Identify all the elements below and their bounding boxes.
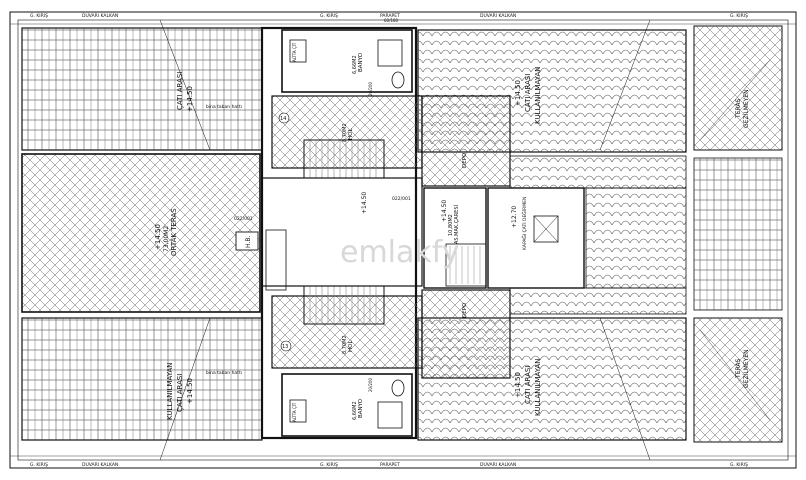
roof-right-top-elev: +14.50 xyxy=(514,80,522,106)
roof-left-top-label: ÇATI ARASI xyxy=(176,72,184,110)
asmakat-room xyxy=(423,187,487,289)
roof-left-bottom xyxy=(21,317,263,441)
terrace-left-area: 73,00M2 xyxy=(163,226,170,252)
outer-frame xyxy=(9,11,797,469)
roof-right-top-sub: KULLANILMAYAN xyxy=(534,66,542,124)
kitchen-tag-bottom: ALTTA ÇİT xyxy=(292,402,297,422)
right-eave-strip xyxy=(693,157,783,311)
door-code-left: 022/001 xyxy=(234,216,253,222)
parapet-label-top: PARAPET xyxy=(380,13,400,19)
room-number-bottom: 13 xyxy=(282,344,288,350)
terrace-left-elev: +14.50 xyxy=(154,224,162,250)
terrace-right-top-label: TERAS xyxy=(735,99,742,119)
terrace-left xyxy=(21,153,261,313)
asmakat-elev: +14.50 xyxy=(441,200,448,222)
fence-label-bottom-left: G. KIRIŞ xyxy=(30,462,48,468)
parapet-label-bottom: PARAPET xyxy=(380,462,400,468)
hall-bottom xyxy=(271,295,423,369)
roof-left-top xyxy=(21,27,263,151)
room-number-top: 14 xyxy=(280,116,286,122)
depo-top-label: DEPO xyxy=(462,152,468,168)
handrail-label-top-right: DUVARI KALKAN xyxy=(480,13,516,19)
handrail-label-top-left: DUVARI KALKAN xyxy=(82,13,118,19)
fence-label-bottom-right: G. KIRIŞ xyxy=(730,462,748,468)
bath-bottom xyxy=(281,373,413,437)
terrace-left-label: ORTAK TERAS xyxy=(170,208,178,256)
roof-right-bottom-sub: KULLANILMAYAN xyxy=(534,358,542,416)
depo-top xyxy=(421,95,511,187)
inner-frame xyxy=(17,19,789,461)
asmakat-label: AS.MAK.ÇARESİ xyxy=(453,205,460,244)
hall-bottom-label: HOL xyxy=(348,340,354,352)
terrace-right-bottom xyxy=(693,317,783,443)
bath-top-label: BANYO xyxy=(358,52,364,72)
stair-hatch-room xyxy=(487,187,585,289)
handrail-label-bottom-left: DUVARI KALKAN xyxy=(82,462,118,468)
circulation-landing xyxy=(261,177,423,287)
roof-left-bottom-elev: +14.50 xyxy=(186,378,194,404)
bina-taban-top: bina taban hattı xyxy=(206,104,242,110)
fence-label-top-left: G. KIRIŞ xyxy=(30,13,48,19)
window-code-bottom: 20/200 xyxy=(368,377,373,392)
bath-bottom-label: BANYO xyxy=(358,398,364,418)
stair-note-elev: +12.70 xyxy=(511,206,518,228)
stair-note-label: KAPAĞI ÇATI DEĞİRMEN xyxy=(521,197,528,250)
terrace-right-top-sub: GEZİLMEYEN xyxy=(743,89,750,128)
bath-top-area: 6,66M2 xyxy=(352,55,358,74)
bath-bottom-area: 6,66M2 xyxy=(352,401,358,420)
hb-box xyxy=(235,231,259,251)
roof-left-bottom-label: ÇATI ARASI xyxy=(176,374,184,412)
hall-top-area: 8,70M2 xyxy=(342,123,348,142)
asmakat-area: 10,80M2 xyxy=(448,214,454,236)
roof-right-bottom-label: ÇATI ARASI xyxy=(524,366,532,404)
window-code-top: 20/200 xyxy=(368,81,373,96)
terrace-right-bottom-label: TERAS xyxy=(735,359,742,379)
handrail-label-bottom-right: DUVARI KALKAN xyxy=(480,462,516,468)
bina-taban-bottom: bina taban hattı xyxy=(206,370,242,376)
kitchen-tag-top: ALTTA ÇİT xyxy=(292,42,297,62)
fence-label-bottom-mid: G. KIRIŞ xyxy=(320,462,338,468)
depo-bottom xyxy=(421,289,511,379)
hall-bottom-area: 8,70M2 xyxy=(342,335,348,354)
roof-left-top-elev: +14.50 xyxy=(186,86,194,112)
fence-label-top-mid: G. KIRIŞ xyxy=(320,13,338,19)
terrace-right-bottom-sub: GEZİLMEYEN xyxy=(743,349,750,388)
roof-right-top-label: ÇATI ARASI xyxy=(524,74,532,112)
roof-right-bottom-elev: +14.50 xyxy=(514,372,522,398)
hall-top-label: HOL xyxy=(348,128,354,140)
watermark-text: emlakfy xyxy=(340,235,460,270)
terrace-right-top xyxy=(693,25,783,151)
door-code-right: 022/001 xyxy=(392,196,411,202)
fence-label-top-right: G. KIRIŞ xyxy=(730,13,748,19)
parapet-code-top: 60/180 xyxy=(384,18,399,23)
depo-bottom-label: DEPO xyxy=(462,302,468,318)
roof-left-bottom-sub: KULLANILMAYAN xyxy=(166,362,174,420)
hb-label: H.B. xyxy=(245,236,252,248)
stair-core-elev: +14.50 xyxy=(361,192,368,214)
